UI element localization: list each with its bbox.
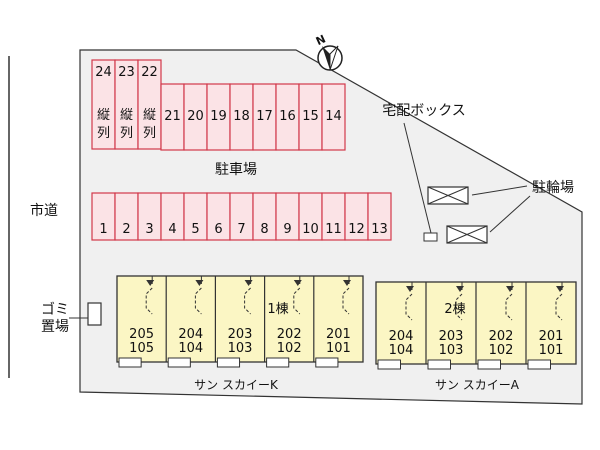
vertical-note: 列 (120, 126, 133, 141)
stall-label: 10 (302, 222, 319, 237)
bicycle-parking-icon (427, 186, 488, 244)
unit-number: 201 (326, 327, 351, 342)
unit-number: 105 (129, 341, 154, 356)
building-name: サン スカイーK (194, 378, 279, 392)
unit-number: 101 (326, 341, 351, 356)
stall-label: 19 (210, 109, 227, 124)
stall-label: 24 (95, 65, 112, 80)
parking-top-row: 21 20 19 18 17 16 15 14 (160, 83, 346, 151)
stall-label: 16 (279, 109, 296, 124)
garbage-label: 置場 (41, 319, 69, 335)
building-block-label: 1棟 (267, 302, 288, 317)
unit-number: 103 (439, 343, 464, 358)
garbage-area (87, 302, 102, 326)
north-arrow-icon: N (314, 32, 343, 71)
unit-number: 201 (539, 329, 564, 344)
unit-number: 204 (178, 327, 203, 342)
stall-label: 3 (145, 222, 153, 237)
unit-number: 102 (489, 343, 514, 358)
stall-label: 2 (122, 222, 130, 237)
parking-stall (321, 83, 346, 151)
unit-number: 203 (439, 329, 464, 344)
unit-number: 204 (389, 329, 414, 344)
stall-label: 11 (325, 222, 342, 237)
unit-number: 202 (489, 329, 514, 344)
vertical-note: 縦 (143, 108, 156, 123)
building-block-label: 2棟 (444, 302, 465, 317)
vertical-note: 列 (97, 126, 110, 141)
building-name: サン スカイーA (435, 378, 520, 392)
unit-number: 205 (129, 327, 154, 342)
stall-label: 18 (233, 109, 250, 124)
stall-label: 12 (348, 222, 365, 237)
stall-label: 17 (256, 109, 273, 124)
vertical-note: 縦 (97, 108, 110, 123)
delivery-box-label: 宅配ボックス (382, 103, 466, 119)
unit-number: 101 (539, 343, 564, 358)
stall-label: 4 (168, 222, 176, 237)
stall-label: 14 (325, 109, 342, 124)
vertical-note: 縦 (120, 108, 133, 123)
vertical-note: 列 (143, 126, 156, 141)
stall-label: 1 (99, 222, 107, 237)
stall-label: 23 (118, 65, 135, 80)
stall-label: 13 (371, 222, 388, 237)
delivery-box (423, 232, 438, 242)
parking-stall (367, 192, 392, 241)
stall-label: 9 (283, 222, 291, 237)
city-road-label: 市道 (30, 202, 58, 219)
unit-number: 102 (277, 341, 302, 356)
stall-label: 6 (214, 222, 222, 237)
stall-label: 22 (141, 65, 158, 80)
building-outline (116, 275, 364, 363)
stall-label: 20 (187, 109, 204, 124)
stall-label: 21 (164, 109, 181, 124)
stall-label: 7 (237, 222, 245, 237)
stall-label: 5 (191, 222, 199, 237)
unit-number: 104 (389, 343, 414, 358)
unit-number: 104 (178, 341, 203, 356)
stall-label: 15 (302, 109, 319, 124)
unit-number: 103 (228, 341, 253, 356)
stall-label: 8 (260, 222, 268, 237)
bicycle-parking-label: 駐輪場 (532, 179, 574, 196)
parking-label: 駐車場 (215, 161, 257, 178)
parking-top-vertical: 24 23 22 縦 列 縦 列 縦 列 (91, 59, 162, 150)
north-label: N (314, 32, 328, 48)
unit-number: 202 (277, 327, 302, 342)
unit-number: 203 (228, 327, 253, 342)
garbage-label: ゴミ (41, 301, 69, 318)
